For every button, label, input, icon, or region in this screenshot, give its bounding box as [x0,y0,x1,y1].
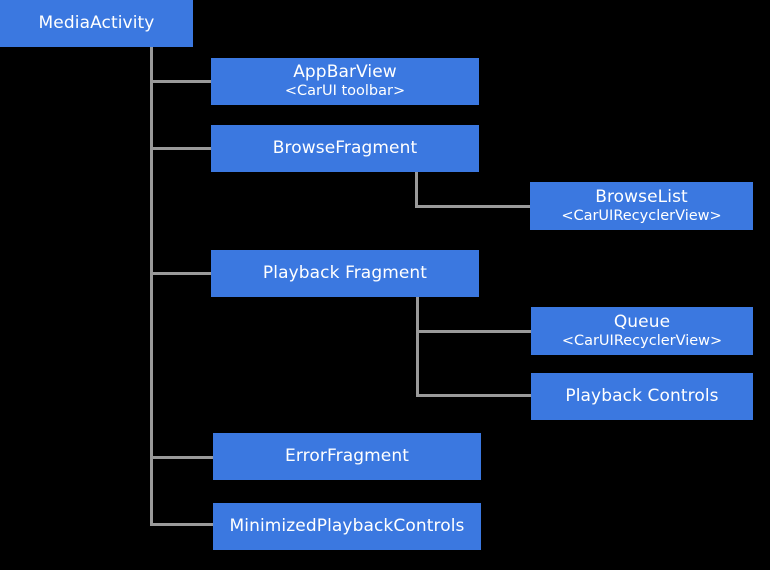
node-minimized-playback-controls[interactable]: MinimizedPlaybackControls [213,503,481,550]
edge-playback-fragment-to-playback-controls [416,394,533,397]
node-title: MinimizedPlaybackControls [229,516,465,537]
node-app-bar-view[interactable]: AppBarView <CarUI toolbar> [211,58,479,105]
node-subtitle: <CarUIRecyclerView> [561,207,722,224]
node-browse-list[interactable]: BrowseList <CarUIRecyclerView> [530,182,753,230]
edge-trunk-playback-fragment [416,297,419,397]
node-subtitle: <CarUIRecyclerView> [561,332,723,349]
node-title: Playback Controls [565,386,719,407]
node-media-activity[interactable]: MediaActivity [0,0,193,47]
node-browse-fragment[interactable]: BrowseFragment [211,125,479,172]
node-subtitle: <CarUI toolbar> [284,83,406,100]
edge-media-activity-to-minimized-playback-controls [150,523,213,526]
node-error-fragment[interactable]: ErrorFragment [213,433,481,480]
edge-media-activity-to-browse-fragment [150,147,213,150]
edge-media-activity-to-error-fragment [150,456,213,459]
edge-media-activity-to-playback-fragment [150,272,213,275]
node-queue[interactable]: Queue <CarUIRecyclerView> [531,307,753,355]
edge-media-activity-to-app-bar-view [150,80,213,83]
node-playback-controls[interactable]: Playback Controls [531,373,753,420]
node-title: Playback Fragment [262,263,428,284]
edge-playback-fragment-to-queue [416,330,533,333]
node-title: BrowseFragment [272,138,418,159]
node-title: BrowseList [595,186,688,207]
edge-trunk-media-activity [150,47,153,526]
node-playback-fragment[interactable]: Playback Fragment [211,250,479,297]
node-title: MediaActivity [38,13,155,34]
node-title: AppBarView [293,62,397,83]
edge-trunk-browse-fragment [415,172,418,208]
node-title: Queue [613,311,671,332]
edge-browse-fragment-to-browse-list [415,205,532,208]
node-title: ErrorFragment [285,446,409,467]
